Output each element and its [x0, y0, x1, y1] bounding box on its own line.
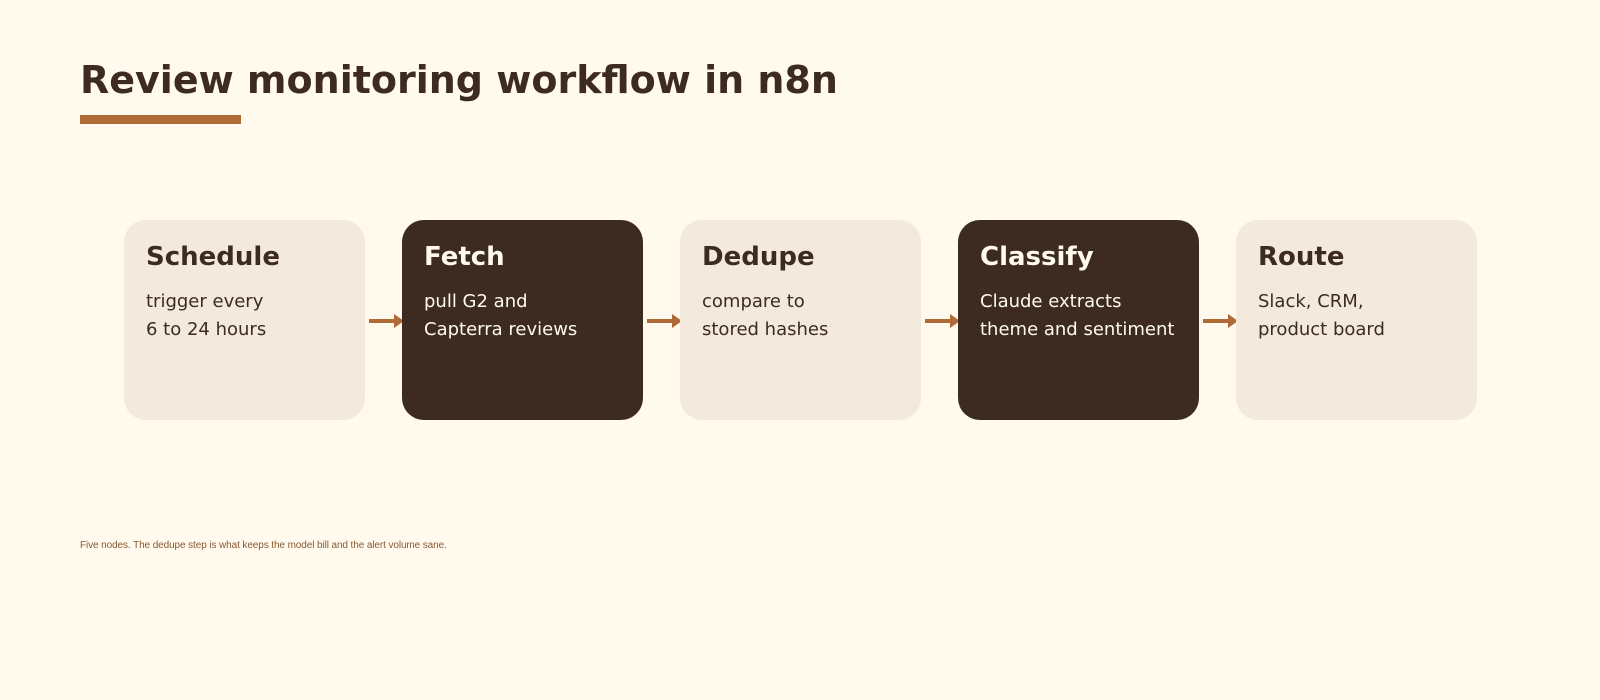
arrow-icon: [647, 314, 682, 328]
title-underline: [80, 115, 241, 124]
node-route: Route Slack, CRM, product board: [1236, 220, 1477, 420]
node-title: Dedupe: [702, 242, 815, 272]
arrow-icon: [369, 314, 404, 328]
node-title: Fetch: [424, 242, 505, 272]
node-classify: Classify Claude extracts theme and senti…: [958, 220, 1199, 420]
node-description: Slack, CRM, product board: [1258, 288, 1455, 344]
node-description-line: Capterra reviews: [424, 319, 578, 340]
node-description-line: theme and sentiment: [980, 319, 1175, 340]
node-description-line: Slack, CRM,: [1258, 291, 1364, 312]
node-description-line: stored hashes: [702, 319, 829, 340]
node-description: compare to stored hashes: [702, 288, 899, 344]
node-description-line: Claude extracts: [980, 291, 1122, 312]
footnote: Five nodes. The dedupe step is what keep…: [80, 540, 447, 551]
node-schedule: Schedule trigger every 6 to 24 hours: [124, 220, 365, 420]
arrow-icon: [925, 314, 960, 328]
node-description-line: trigger every: [146, 291, 264, 312]
node-description: pull G2 and Capterra reviews: [424, 288, 621, 344]
node-fetch: Fetch pull G2 and Capterra reviews: [402, 220, 643, 420]
node-title: Schedule: [146, 242, 280, 272]
node-description-line: compare to: [702, 291, 805, 312]
node-description-line: pull G2 and: [424, 291, 528, 312]
node-description: trigger every 6 to 24 hours: [146, 288, 343, 344]
page-title: Review monitoring workflow in n8n: [80, 58, 838, 102]
node-title: Route: [1258, 242, 1345, 272]
node-title: Classify: [980, 242, 1094, 272]
node-description-line: 6 to 24 hours: [146, 319, 267, 340]
node-description-line: product board: [1258, 319, 1385, 340]
node-description: Claude extracts theme and sentiment: [980, 288, 1177, 344]
node-dedupe: Dedupe compare to stored hashes: [680, 220, 921, 420]
arrow-icon: [1203, 314, 1238, 328]
